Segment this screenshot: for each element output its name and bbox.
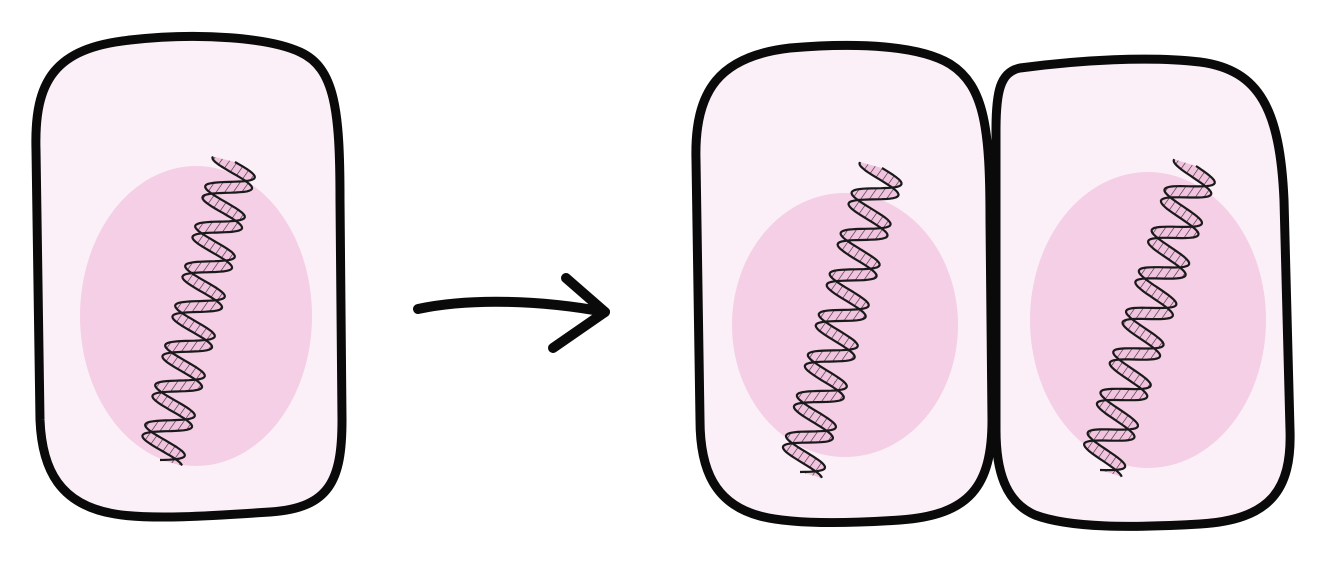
nucleus bbox=[732, 193, 958, 457]
dna-strand-2 bbox=[141, 155, 254, 467]
daughter-cell-left bbox=[691, 40, 997, 528]
dna-helix bbox=[141, 155, 256, 467]
dna-strand-1 bbox=[1086, 165, 1216, 472]
dna-strand-1 bbox=[144, 161, 256, 462]
dna-helix bbox=[781, 161, 903, 479]
parent-cell bbox=[31, 31, 347, 522]
dna-strand-2 bbox=[1083, 158, 1213, 478]
dna-strand-1 bbox=[784, 167, 903, 474]
nucleus bbox=[80, 166, 312, 466]
dna-helix bbox=[1083, 158, 1216, 478]
daughter-cell-right bbox=[991, 54, 1295, 531]
dna-strand-2 bbox=[781, 161, 900, 479]
arrow-right-icon bbox=[413, 273, 610, 353]
